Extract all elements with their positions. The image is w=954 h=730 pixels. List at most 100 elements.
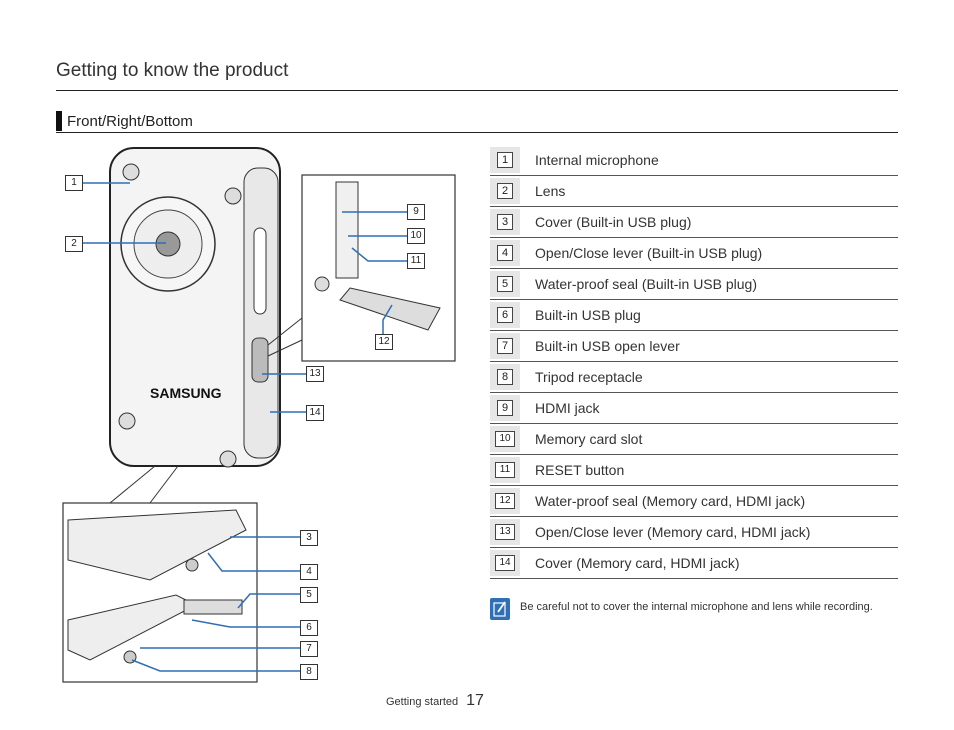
screw [122,163,140,181]
row-number: 5 [497,276,513,292]
section-bar [56,111,62,131]
row-number-cell: 5 [490,271,520,297]
row-number-cell: 1 [490,147,520,173]
table-row: 11 RESET button [490,455,898,486]
side-slot [253,227,267,315]
note-text: Be careful not to cover the internal mic… [520,601,873,613]
row-label: HDMI jack [535,400,600,416]
row-number-cell: 13 [490,519,520,545]
page-footer: Getting started 17 [386,692,484,710]
callout-3: 3 [300,530,318,546]
callout-9: 9 [407,204,425,220]
row-number: 14 [495,555,515,571]
section-title: Front/Right/Bottom [67,112,193,130]
section-heading: Front/Right/Bottom [56,111,193,131]
row-number-cell: 14 [490,550,520,576]
table-row: 4 Open/Close lever (Built-in USB plug) [490,238,898,269]
screw [219,450,237,468]
callout-12: 12 [375,334,393,350]
callout-14: 14 [306,405,324,421]
row-number-cell: 3 [490,209,520,235]
table-row: 6 Built-in USB plug [490,300,898,331]
inset-body-open [67,594,198,661]
table-row: 1 Internal microphone [490,145,898,176]
table-row: 5 Water-proof seal (Built-in USB plug) [490,269,898,300]
row-label: RESET button [535,462,625,478]
row-label: Water-proof seal (Built-in USB plug) [535,276,758,292]
page-number: 17 [466,692,484,709]
row-number-cell: 2 [490,178,520,204]
samsung-logo: SAMSUNG [150,385,222,401]
inset-body [67,509,247,581]
row-label: Open/Close lever (Built-in USB plug) [535,245,763,261]
row-label: Built-in USB plug [535,307,641,323]
callout-5: 5 [300,587,318,603]
inset-pointer [109,465,156,504]
row-number: 4 [497,245,513,261]
inset-pointer [149,465,179,504]
table-row: 14 Cover (Memory card, HDMI jack) [490,548,898,579]
row-number: 1 [497,152,513,168]
row-number: 11 [495,462,515,478]
table-row: 13 Open/Close lever (Memory card, HDMI ja… [490,517,898,548]
row-label: Built-in USB open lever [535,338,680,354]
screw [118,412,136,430]
row-number-cell: 10 [490,426,520,452]
row-number: 13 [495,524,515,540]
table-row: 12 Water-proof seal (Memory card, HDMI ja… [490,486,898,517]
callout-2: 2 [65,236,83,252]
row-number: 2 [497,183,513,199]
row-number-cell: 9 [490,395,520,421]
page-title: Getting to know the product [56,60,289,81]
callout-1: 1 [65,175,83,191]
inset-side-view [301,174,456,362]
callout-10: 10 [407,228,425,244]
row-number-cell: 4 [490,240,520,266]
note-pencil-icon [490,598,510,620]
footer-section: Getting started [386,696,459,708]
note-callout: Be careful not to cover the internal mic… [490,598,910,620]
table-row: 8 Tripod receptacle [490,362,898,393]
lever-illustration [251,337,269,383]
row-number-cell: 8 [490,364,520,390]
screw [314,276,330,292]
callout-lines [82,182,407,672]
row-number: 9 [497,400,513,416]
row-number: 6 [497,307,513,323]
usb-seal [183,599,243,615]
callout-11: 11 [407,253,425,269]
row-number: 12 [495,493,515,509]
row-number-cell: 11 [490,457,520,483]
callout-13: 13 [306,366,324,382]
inset-pointer [267,317,303,346]
row-label: Internal microphone [535,152,659,168]
table-row: 10 Memory card slot [490,424,898,455]
inset-pointer [267,339,303,357]
row-label: Cover (Memory card, HDMI jack) [535,555,740,571]
lens-glass [155,231,181,257]
row-number-cell: 7 [490,333,520,359]
callout-7: 7 [300,641,318,657]
row-number: 3 [497,214,513,230]
screw [185,558,199,572]
row-label: Open/Close lever (Memory card, HDMI jack… [535,524,811,540]
row-label: Water-proof seal (Memory card, HDMI jack… [535,493,806,509]
row-number-cell: 12 [490,488,520,514]
callout-8: 8 [300,664,318,680]
row-label: Memory card slot [535,431,643,447]
table-row: 7 Built-in USB open lever [490,331,898,362]
row-label: Tripod receptacle [535,369,643,385]
row-number: 8 [497,369,513,385]
row-number-cell: 6 [490,302,520,328]
row-number: 7 [497,338,513,354]
callout-6: 6 [300,620,318,636]
callout-4: 4 [300,564,318,580]
row-number: 10 [495,431,515,447]
section-divider [56,132,898,133]
inset-panel [335,181,359,279]
screw [224,187,242,205]
table-row: 9 HDMI jack [490,393,898,424]
